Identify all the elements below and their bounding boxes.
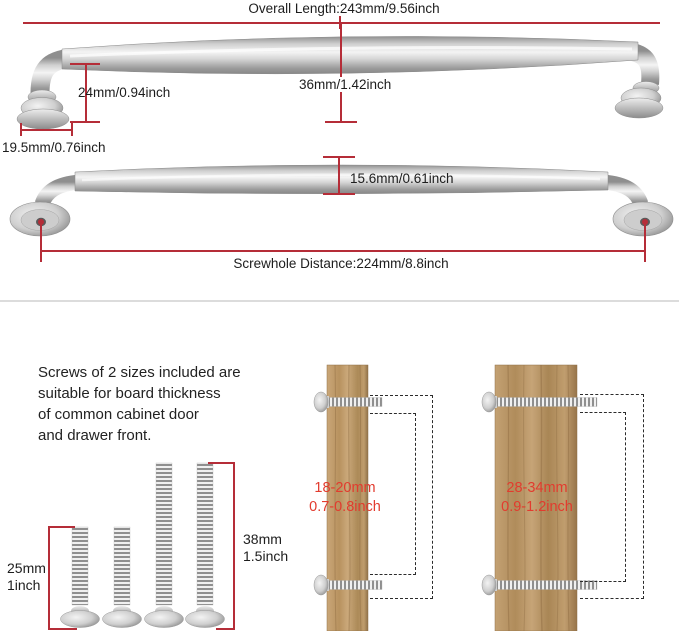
long-screw-label-mm: 38mm (243, 531, 282, 547)
short-screw-1 (60, 526, 100, 628)
screw-description: Screws of 2 sizes included are suitable … (38, 362, 241, 446)
bar-diameter-line (338, 156, 340, 195)
loose-screws (60, 462, 225, 628)
long-screw-label: 38mm 1.5inch (243, 531, 288, 565)
short-screw-label-mm: 25mm (7, 560, 46, 576)
end-height-line (85, 64, 87, 123)
handle-position-outline-outer-thick-board (580, 394, 644, 599)
screw-description-line-3: of common cabinet door (38, 406, 199, 423)
handle-position-outline-outer-thin-board (370, 395, 433, 599)
long-screw-2 (185, 462, 225, 628)
section-divider (0, 300, 679, 302)
end-height-bottom-tick (70, 121, 100, 123)
center-height-line-lower (340, 92, 342, 123)
center-height-line-upper (340, 24, 342, 77)
base-width-line (20, 129, 73, 131)
board-screw-top (313, 391, 383, 413)
screwhole-distance-line (41, 250, 645, 252)
thin-board (313, 364, 383, 631)
short-screw-2 (102, 526, 142, 628)
screw-description-line-1: Screws of 2 sizes included are (38, 364, 241, 381)
long-screw-bracket-top-tick (208, 462, 235, 464)
center-height-label: 36mm/1.42inch (299, 77, 392, 92)
overall-length-center-tick (339, 16, 341, 29)
thick-board-thickness-mm: 28-34mm (506, 480, 568, 496)
screwhole-distance-right-drop (644, 222, 646, 262)
short-screw-bracket-line (48, 526, 50, 630)
short-screw-bracket-top-tick (48, 526, 75, 528)
base-width-label: 19.5mm/0.76inch (2, 140, 106, 155)
long-screw-bracket-line (233, 462, 235, 630)
thin-board-thickness-inch: 0.7-0.8inch (309, 499, 381, 515)
screw-description-line-2: suitable for board thickness (38, 385, 221, 402)
long-screw-1 (144, 462, 184, 628)
screwhole-distance-label: Screwhole Distance:224mm/8.8inch (233, 256, 449, 271)
handle-position-outline-inner-thick-board (580, 412, 626, 582)
overall-length-line (23, 22, 660, 24)
center-height-bottom-tick (325, 121, 357, 123)
thick-board-thickness-inch: 0.9-1.2inch (501, 499, 573, 515)
thick-board (481, 364, 598, 631)
handle-underside-view (9, 164, 674, 237)
thick-board-thickness-label: 28-34mm 0.9-1.2inch (496, 479, 578, 517)
screw-description-line-4: and drawer front. (38, 427, 152, 444)
long-screw-bracket-bottom-tick (216, 628, 235, 630)
bar-diameter-bottom-tick (323, 193, 355, 195)
base-width-left-tick (20, 123, 22, 136)
board-screw-bottom (481, 574, 598, 596)
short-screw-label-inch: 1inch (7, 577, 41, 593)
end-height-label: 24mm/0.94inch (78, 85, 171, 100)
screwhole-distance-left-drop (40, 222, 42, 262)
bar-diameter-label: 15.6mm/0.61inch (350, 171, 454, 186)
thin-board-thickness-mm: 18-20mm (314, 480, 376, 496)
thin-board-thickness-label: 18-20mm 0.7-0.8inch (301, 479, 389, 517)
short-screw-label: 25mm 1inch (7, 560, 46, 594)
long-screw-label-inch: 1.5inch (243, 548, 289, 564)
handle-side-view (16, 36, 664, 130)
end-height-top-tick (70, 63, 100, 65)
board-screw-top (481, 391, 598, 413)
overall-length-label: Overall Length:243mm/9.56inch (248, 1, 440, 16)
handle-position-outline-inner-thin-board (370, 413, 416, 575)
board-screw-bottom (313, 574, 383, 596)
short-screw-bracket-bottom-tick (48, 628, 77, 630)
base-width-right-tick (71, 123, 73, 136)
